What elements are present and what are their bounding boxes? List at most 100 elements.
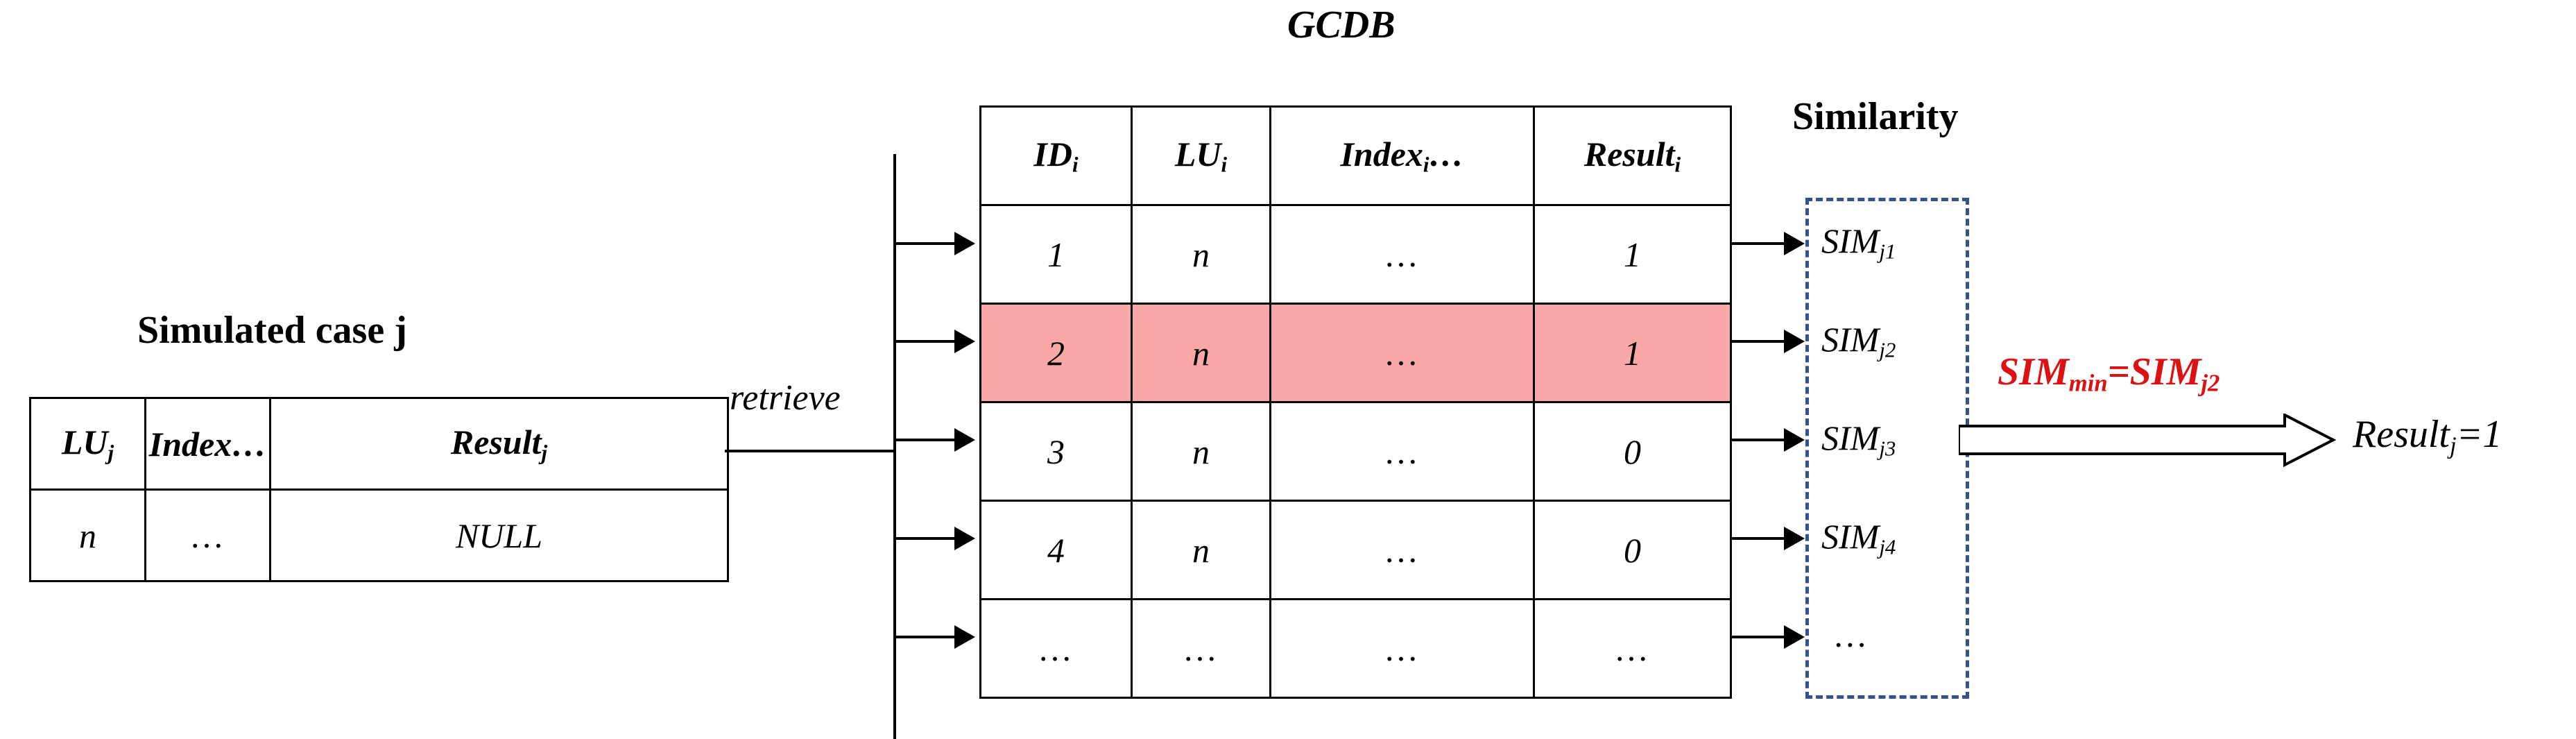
gcdb-table: IDi LUi Indexi… Resulti 1 n … 1 2 (979, 105, 1732, 699)
gcdb-cell-result: 1 (1533, 204, 1732, 305)
sim-min-label: SIMmin=SIMj2 (1998, 352, 2219, 396)
gcdb-cell-result: … (1533, 598, 1732, 699)
similarity-item-1-text: SIM (1821, 221, 1880, 260)
similarity-item-1: SIMj1 (1821, 221, 1896, 264)
connector-sim-5 (1730, 636, 1785, 638)
gcdb-cell-id: 3 (979, 401, 1133, 502)
left-header-lu-text: LU (61, 423, 108, 462)
left-cell-lu: n (29, 489, 146, 582)
gcdb-header-index-text: Index (1340, 135, 1423, 174)
left-cell-index: … (144, 489, 271, 582)
left-header-lu-sub: j (108, 440, 114, 465)
table-row-highlighted: 2 n … 1 (979, 303, 1732, 403)
gcdb-cell-id: … (979, 598, 1133, 699)
left-header-index: Index… (144, 397, 271, 491)
sim-min-lhs: SIM (1998, 350, 2069, 393)
gcdb-header-result-sub: i (1674, 152, 1681, 177)
connector-branch-2 (893, 340, 956, 343)
gcdb-cell-id: 2 (979, 303, 1133, 403)
left-header-index-text: Index… (148, 424, 267, 464)
arrow-head-row-4 (954, 527, 975, 550)
sim-min-rhs: SIM (2129, 350, 2201, 393)
gcdb-cell-lu: n (1131, 401, 1271, 502)
similarity-item-2: SIMj2 (1821, 319, 1896, 363)
connector-retrieve-stub (725, 450, 895, 452)
gcdb-cell-lu: … (1131, 598, 1271, 699)
left-cell-result: NULL (269, 489, 729, 582)
connector-sim-4 (1730, 537, 1785, 540)
similarity-item-2-text: SIM (1821, 320, 1880, 359)
retrieve-label: retrieve (730, 378, 841, 418)
gcdb-header-result-text: Result (1583, 135, 1675, 174)
similarity-item-2-sub: j2 (1879, 337, 1896, 362)
conclusion-output-text: Result (2353, 413, 2450, 456)
gcdb-header-index: Indexi… (1269, 105, 1535, 206)
gcdb-cell-id: 4 (979, 500, 1133, 600)
table-row: 4 n … 0 (979, 500, 1732, 600)
conclusion-block-arrow (1959, 414, 2337, 468)
block-arrow-shape (1959, 414, 2337, 468)
gcdb-header-lu: LUi (1131, 105, 1271, 206)
arrow-head-row-1 (954, 232, 975, 255)
arrow-head-sim-5 (1784, 625, 1805, 649)
left-header-result-text: Result (450, 423, 542, 462)
connector-branch-1 (893, 242, 956, 245)
gcdb-header-result: Resulti (1533, 105, 1732, 206)
connector-sim-2 (1730, 340, 1785, 343)
gcdb-cell-index: … (1269, 401, 1535, 502)
table-row: … … … … (979, 598, 1732, 699)
arrow-head-row-2 (954, 330, 975, 353)
gcdb-cell-lu: n (1131, 500, 1271, 600)
arrow-head-sim-3 (1784, 428, 1805, 452)
left-header-result-sub: j (541, 440, 548, 465)
similarity-item-1-sub: j1 (1879, 239, 1896, 264)
simulated-case-title: Simulated case j (137, 311, 407, 350)
conclusion-output-value: =1 (2456, 413, 2502, 456)
similarity-item-5-text: … (1835, 615, 1869, 654)
gcdb-header-index-sub: i (1423, 152, 1429, 177)
gcdb-cell-lu: n (1131, 303, 1271, 403)
table-row: 3 n … 0 (979, 401, 1732, 502)
gcdb-cell-lu: n (1131, 204, 1271, 305)
arrow-head-sim-2 (1784, 330, 1805, 353)
gcdb-header-lu-text: LU (1174, 135, 1221, 174)
connector-branch-4 (893, 537, 956, 540)
similarity-item-4-text: SIM (1821, 517, 1880, 556)
gcdb-cell-result: 0 (1533, 500, 1732, 600)
arrow-head-sim-1 (1784, 232, 1805, 255)
sim-min-lhs-sub: min (2068, 369, 2108, 397)
connector-fanout-trunk (893, 154, 896, 739)
gcdb-cell-index: … (1269, 204, 1535, 305)
connector-sim-1 (1730, 242, 1785, 245)
similarity-item-4: SIMj4 (1821, 516, 1896, 560)
gcdb-cell-result: 1 (1533, 303, 1732, 403)
similarity-item-5: … (1835, 615, 1868, 655)
arrow-head-row-5 (954, 625, 975, 649)
arrow-head-sim-4 (1784, 527, 1805, 550)
conclusion-output-sub: j (2449, 432, 2457, 459)
gcdb-cell-index: … (1269, 598, 1535, 699)
similarity-title: Similarity (1792, 95, 1959, 138)
gcdb-cell-index: … (1269, 500, 1535, 600)
similarity-item-3-text: SIM (1821, 418, 1880, 457)
gcdb-cell-index: … (1269, 303, 1535, 403)
table-header-row: IDi LUi Indexi… Resulti (979, 105, 1732, 206)
gcdb-cell-id: 1 (979, 204, 1133, 305)
gcdb-title: GCDB (1287, 3, 1396, 46)
gcdb-cell-result: 0 (1533, 401, 1732, 502)
simulated-case-title-text: Simulated case j (137, 309, 407, 352)
gcdb-header-id-sub: i (1072, 152, 1079, 177)
left-header-result: Resultj (269, 397, 729, 491)
gcdb-header-lu-sub: i (1221, 152, 1228, 177)
table-row: n … NULL (29, 489, 729, 582)
sim-min-equals: = (2107, 350, 2130, 393)
table-header-row: LUj Index… Resultj (29, 397, 729, 491)
simulated-case-table: LUj Index… Resultj n … NULL (29, 397, 729, 582)
left-header-lu: LUj (29, 397, 146, 491)
connector-branch-5 (893, 636, 956, 638)
connector-branch-3 (893, 439, 956, 441)
connector-sim-3 (1730, 439, 1785, 441)
arrow-head-row-3 (954, 428, 975, 452)
table-row: 1 n … 1 (979, 204, 1732, 305)
